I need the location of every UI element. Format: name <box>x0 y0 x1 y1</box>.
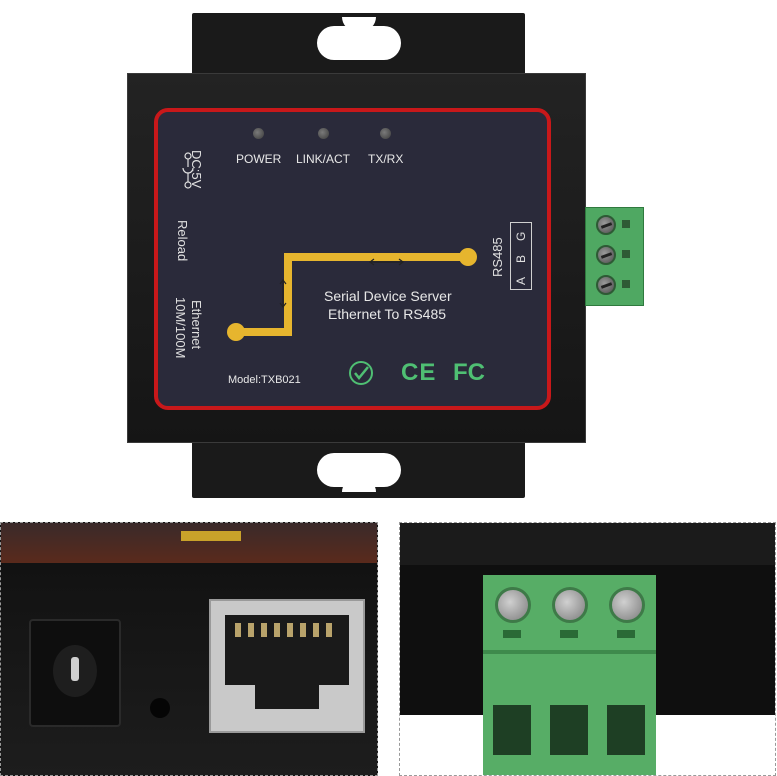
screw-icon <box>495 587 531 623</box>
pin-b-label: B <box>514 254 528 263</box>
power-label: POWER <box>236 152 282 166</box>
ports-closeup-inset <box>0 522 378 776</box>
screw-icon <box>552 587 588 623</box>
terminal-closeup-inset <box>399 522 776 776</box>
pin-g-label: G <box>514 231 528 241</box>
terminal-block-icon <box>483 575 656 775</box>
dc-jack-icon <box>29 619 121 727</box>
rj45-port-icon <box>209 599 365 733</box>
fcc-mark-icon: FC <box>453 359 485 386</box>
mounting-hole <box>317 26 401 60</box>
checkmark-cert-icon <box>348 360 374 386</box>
reset-hole-icon <box>150 698 170 718</box>
front-label-panel: POWER LINK/ACT TX/RX DC:5V Reload Ethern… <box>154 108 551 410</box>
screw-icon <box>596 275 616 295</box>
dc-polarity-icon <box>182 152 194 190</box>
screw-icon <box>596 215 616 235</box>
model-label: Model:TXB021 <box>228 374 301 386</box>
pin-a-label: A <box>514 276 528 285</box>
top-mounting-flange <box>192 13 525 77</box>
circuit-trace-graphic <box>227 248 477 341</box>
ce-mark-icon: CE <box>401 359 437 386</box>
product-line-1: Serial Device Server <box>324 288 452 304</box>
txrx-label: TX/RX <box>368 152 404 166</box>
device-photo: POWER LINK/ACT TX/RX DC:5V Reload Ethern… <box>0 0 777 510</box>
screw-icon <box>609 587 645 623</box>
power-led-icon <box>253 128 264 139</box>
link-led-icon <box>318 128 329 139</box>
rs485-terminal-block <box>585 207 644 306</box>
bottom-mounting-flange <box>192 438 525 498</box>
screw-icon <box>596 245 616 265</box>
link-act-label: LINK/ACT <box>296 152 351 166</box>
pin-label-box: G B A <box>510 222 532 290</box>
rs485-label: RS485 <box>490 237 505 277</box>
txrx-led-icon <box>380 128 391 139</box>
product-line-2: Ethernet To RS485 <box>328 306 447 322</box>
